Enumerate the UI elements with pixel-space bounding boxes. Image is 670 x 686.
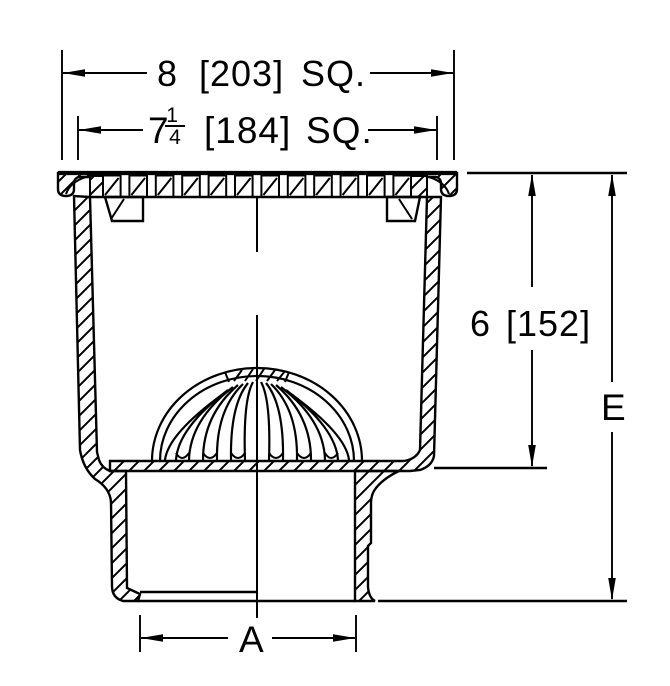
grate-frame-corner-left — [89, 175, 104, 198]
svg-text:6 [152]: 6 [152] — [470, 303, 591, 344]
svg-text:7 [184] SQ.: 7 [184] SQ. — [148, 110, 373, 151]
arrow-up — [608, 174, 616, 196]
dimension-overall-height: E — [378, 174, 627, 603]
right-wall-and-seat-section — [108, 195, 443, 473]
dome-ribs-right — [260, 381, 351, 461]
arrow-left — [79, 126, 101, 134]
arrow-up — [528, 174, 536, 196]
svg-text:8 [203] SQ.: 8 [203] SQ. — [157, 53, 366, 94]
svg-text:A: A — [239, 619, 264, 660]
grate-bars — [102, 174, 412, 198]
stacked-fraction: 1 4 — [165, 104, 185, 149]
fraction-denominator: 4 — [169, 126, 181, 149]
grate-lug-left — [103, 195, 145, 223]
grate-frame-corner-right — [410, 175, 428, 198]
grate-lug-right — [385, 195, 422, 223]
grate-left-lip-seam — [65, 176, 87, 195]
arrow-right — [414, 126, 436, 134]
arrow-right — [333, 634, 355, 642]
dim-top-value: 8 — [157, 53, 178, 94]
left-wall-section — [72, 194, 142, 603]
dim-outlet-label: A — [239, 619, 264, 660]
grate-right-lip-seam — [428, 176, 450, 195]
dim-inner-metric: [184] — [204, 110, 291, 151]
arrow-right — [431, 69, 453, 77]
arrow-left — [63, 69, 85, 77]
grate — [56, 170, 459, 223]
grate-lugs — [103, 195, 422, 223]
dim-depth-value: 6 — [470, 303, 491, 344]
svg-text:E: E — [601, 387, 626, 428]
drain-body — [72, 194, 443, 603]
dome-ribs-left — [163, 381, 254, 461]
dim-depth-metric: [152] — [506, 303, 591, 344]
right-outlet-wall-section — [353, 469, 400, 603]
dome-cap-section — [224, 368, 290, 383]
dimension-top-width: 8 [203] SQ. — [61, 50, 455, 160]
arrow-left — [141, 634, 163, 642]
dim-height-label: E — [601, 387, 626, 428]
dim-inner-whole: 7 — [148, 110, 170, 151]
dimension-body-depth: 6 [152] — [434, 171, 627, 470]
dim-top-suffix: SQ. — [301, 53, 366, 94]
arrow-down — [528, 445, 536, 467]
dim-top-metric: [203] — [199, 53, 284, 94]
dimension-inner-width: 7 [184] SQ. 1 4 — [77, 104, 438, 160]
dimension-outlet-size: A — [139, 615, 357, 660]
svg-text:1 4: 1 4 — [166, 104, 184, 149]
dim-inner-suffix: SQ. — [306, 110, 373, 151]
fraction-numerator: 1 — [166, 104, 178, 127]
dome-slot-bottoms — [175, 452, 339, 459]
arrow-down — [608, 578, 616, 600]
